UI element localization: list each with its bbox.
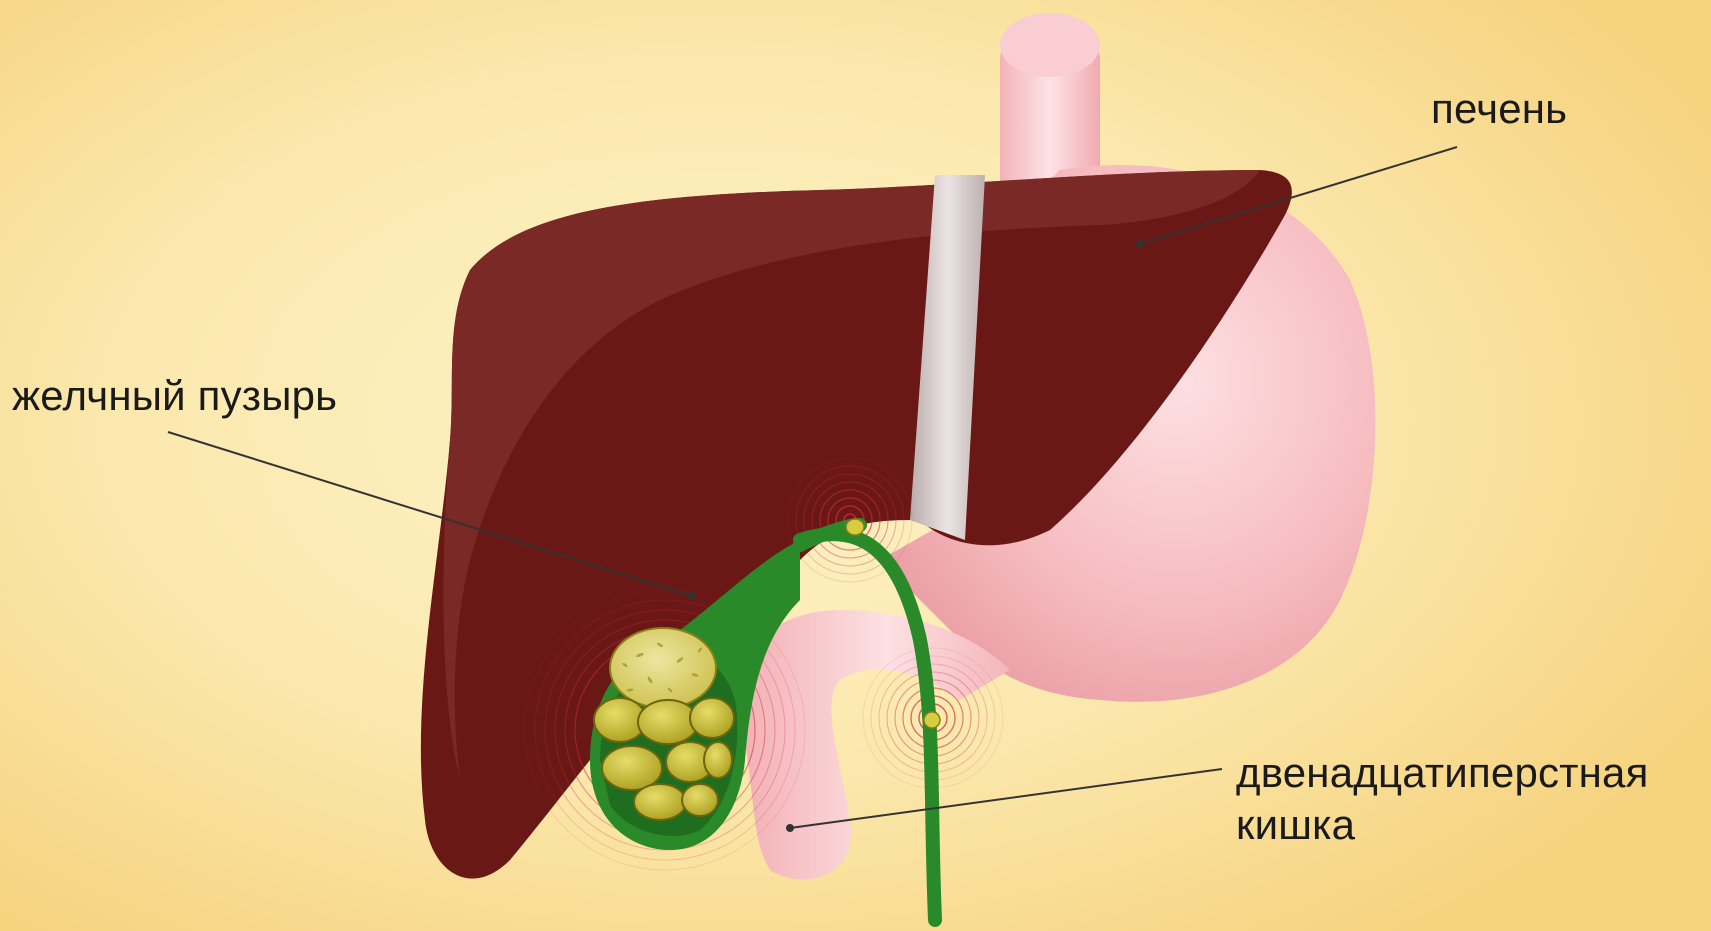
label-duodenum: двенадцатиперстная кишка: [1236, 747, 1649, 851]
label-duodenum-line2: кишка: [1236, 799, 1649, 851]
leader-line-duodenum: [790, 769, 1222, 828]
label-liver-text: печень: [1431, 85, 1567, 132]
label-gallbladder-text: желчный пузырь: [12, 372, 337, 419]
label-duodenum-line1: двенадцатиперстная: [1236, 747, 1649, 799]
duodenum-shape: [736, 610, 1010, 879]
label-gallbladder: желчный пузырь: [12, 370, 337, 422]
esophagus-top: [1000, 13, 1100, 77]
label-liver: печень: [1431, 83, 1567, 135]
